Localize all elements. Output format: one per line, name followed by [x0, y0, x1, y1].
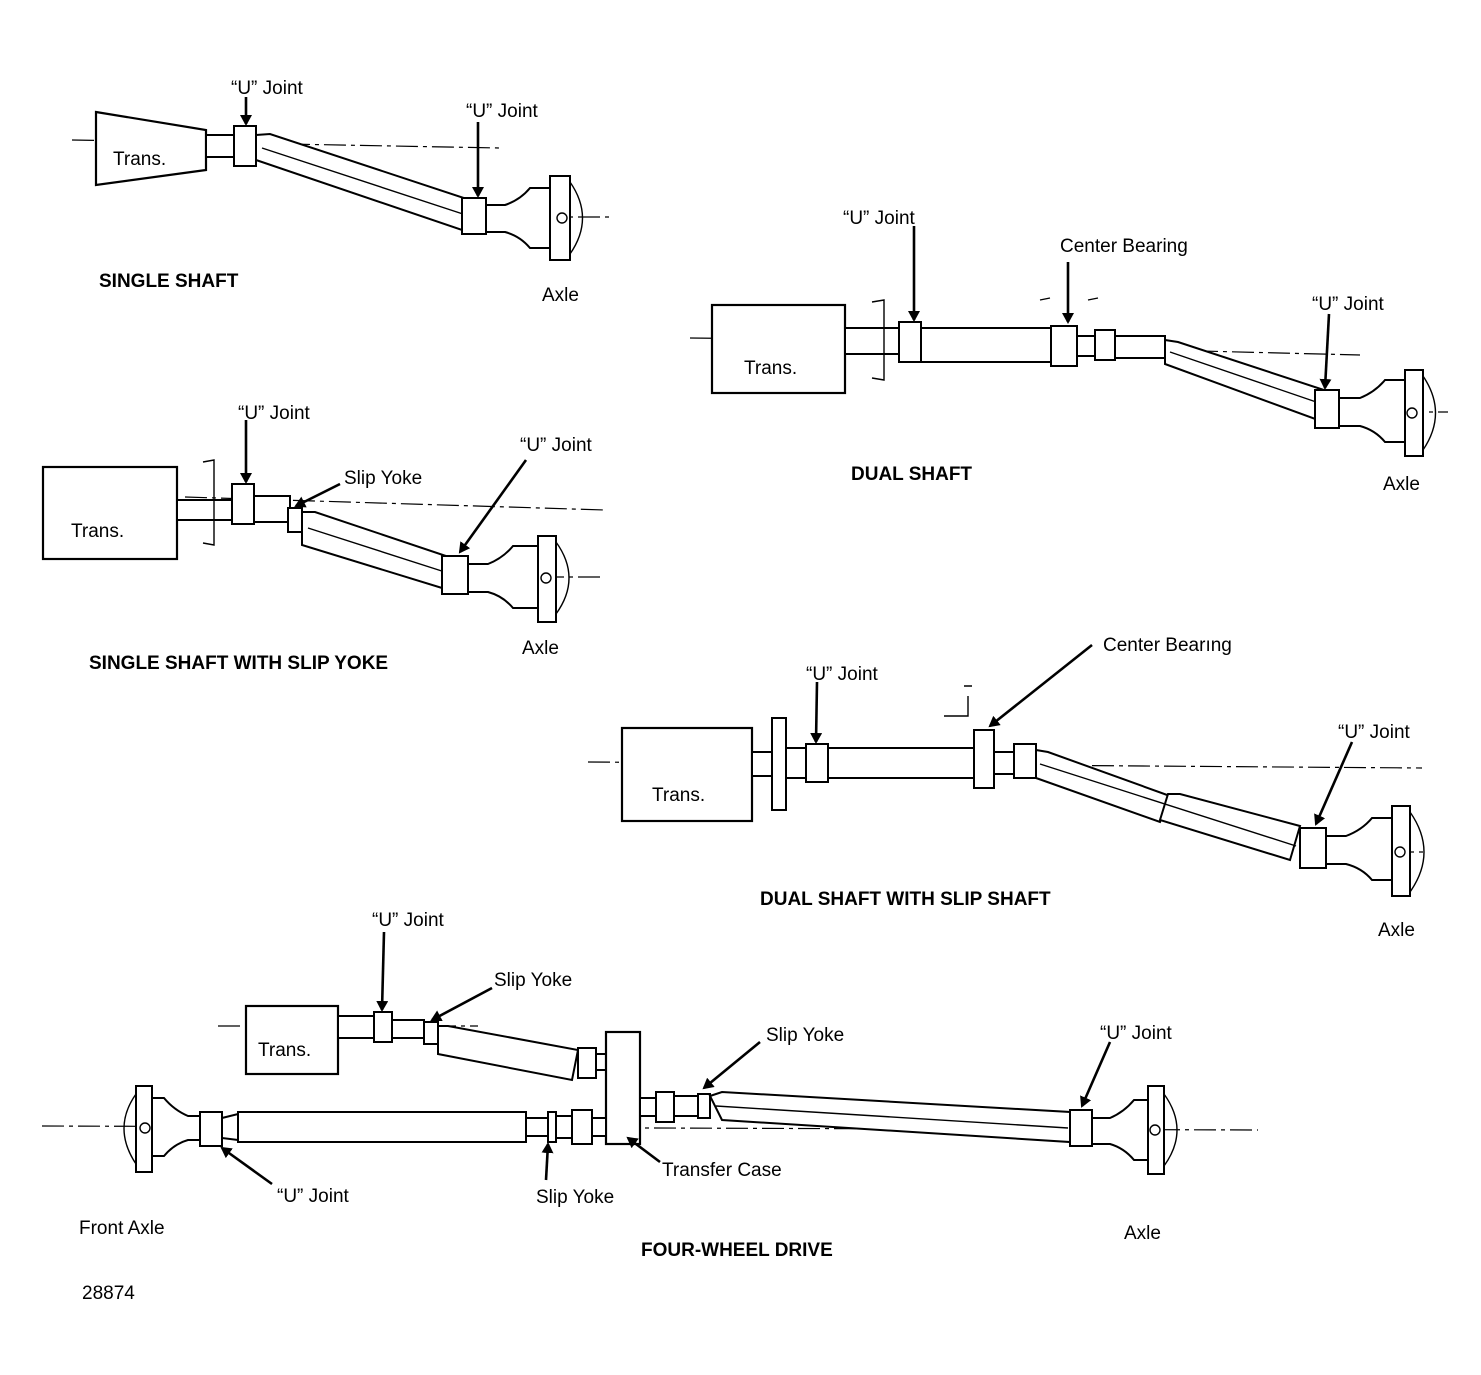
caption-single-shaft-slip-yoke: SINGLE SHAFT WITH SLIP YOKE: [89, 653, 388, 674]
center-bearing: [973, 729, 995, 789]
transmission-box: [94, 110, 208, 187]
u-joint-label: “U” Joint: [1100, 1023, 1173, 1044]
axle-label: Axle: [1383, 474, 1420, 495]
flange: [771, 717, 787, 811]
u-joint: [231, 483, 255, 525]
u-joint-label: “U” Joint: [806, 664, 879, 685]
axle-housing: [467, 545, 539, 609]
u-joint-label: “U” Joint: [277, 1186, 350, 1207]
figure-number: 28874: [82, 1283, 135, 1304]
u-joint: [571, 1109, 593, 1145]
dual-shaft-slip-shaft-figure: “U” Joint Center Bearıng “U” Joint Trans…: [587, 635, 1428, 941]
u-joint: [1094, 329, 1116, 361]
u-joint: [898, 321, 922, 363]
transfer-case: [604, 1030, 642, 1146]
front-axle-housing: [151, 1097, 201, 1157]
center-bearing: [1050, 325, 1078, 367]
trans-label: Trans.: [113, 149, 166, 170]
front-axle-flange: [135, 1085, 153, 1173]
u-joint: [1314, 389, 1340, 429]
transmission-box: [41, 465, 179, 561]
center-bearing-label: Center Bearıng: [1103, 635, 1232, 656]
center-bearing-label: Center Bearing: [1060, 236, 1188, 257]
transmission-box: [620, 726, 754, 823]
slip-yoke-label: Slip Yoke: [766, 1025, 844, 1046]
axle-flange: [1404, 369, 1424, 457]
slip-yoke-label: Slip Yoke: [344, 468, 422, 489]
axle-flange: [537, 535, 557, 623]
single-shaft-figure: “U” Joint “U” Joint Trans. Axle SINGLE S…: [71, 78, 610, 306]
front-output-shaft: [437, 1025, 580, 1082]
u-joint: [805, 743, 829, 783]
axle-label: Axle: [1378, 920, 1415, 941]
u-joint: [1299, 827, 1327, 869]
transfer-case-label: Transfer Case: [662, 1160, 782, 1181]
trans-label: Trans.: [71, 521, 124, 542]
slip-yoke: [697, 1093, 711, 1119]
caption-four-wheel-drive: FOUR-WHEEL DRIVE: [641, 1240, 833, 1261]
u-joint: [199, 1111, 223, 1147]
u-joint-label: “U” Joint: [238, 403, 311, 424]
slip-yoke-label: Slip Yoke: [494, 970, 572, 991]
u-joint: [233, 125, 257, 167]
u-joint: [441, 555, 469, 595]
u-joint-label: “U” Joint: [843, 208, 916, 229]
axle-label: Axle: [522, 638, 559, 659]
trans-label: Trans.: [652, 785, 705, 806]
dual-shaft-figure: “U” Joint Center Bearing “U” Joint Trans…: [689, 208, 1448, 495]
front-shaft: [827, 747, 975, 779]
u-joint-label: “U” Joint: [231, 78, 304, 99]
slip-yoke: [287, 507, 303, 533]
transmission-box: [244, 1004, 340, 1076]
axle-housing: [1338, 379, 1406, 443]
single-shaft-slip-yoke-figure: “U” Joint Slip Yoke “U” Joint Trans. Axl…: [41, 403, 606, 674]
caption-single-shaft: SINGLE SHAFT: [99, 271, 239, 292]
u-joint-label: “U” Joint: [520, 435, 593, 456]
u-joint: [655, 1091, 675, 1123]
caption-dual-shaft-slip-shaft: DUAL SHAFT WITH SLIP SHAFT: [760, 889, 1051, 910]
axle-center: [556, 212, 568, 224]
u-joint: [1013, 743, 1037, 779]
axle-housing: [1325, 817, 1393, 881]
u-joint-label: “U” Joint: [1312, 294, 1385, 315]
u-joint: [461, 197, 487, 235]
axle-label: Axle: [1124, 1223, 1161, 1244]
slip-yoke-label: Slip Yoke: [536, 1187, 614, 1208]
u-joint: [373, 1011, 393, 1043]
axle-flange: [1391, 805, 1411, 897]
u-joint-label: “U” Joint: [1338, 722, 1411, 743]
axle-housing: [1091, 1099, 1149, 1161]
axle-center: [139, 1122, 151, 1134]
slip-yoke: [423, 1021, 439, 1045]
slip-shaft: [1035, 748, 1172, 824]
axle-center: [540, 572, 552, 584]
axle-center: [1394, 846, 1406, 858]
axle-label: Axle: [542, 285, 579, 306]
u-joint: [1069, 1109, 1093, 1147]
trans-label: Trans.: [258, 1040, 311, 1061]
front-shaft: [920, 327, 1052, 363]
caption-dual-shaft: DUAL SHAFT: [851, 464, 972, 485]
drive-shaft: [255, 132, 472, 232]
u-joint: [577, 1047, 597, 1079]
axle-housing: [485, 187, 551, 249]
front-drive-shaft: [237, 1111, 527, 1143]
u-joint-label: “U” Joint: [372, 910, 445, 931]
axle-center: [1149, 1124, 1161, 1136]
axle-flange: [1147, 1085, 1165, 1175]
transmission-box: [710, 303, 847, 395]
front-axle-label: Front Axle: [79, 1218, 165, 1239]
slip-yoke: [547, 1111, 557, 1143]
rear-shaft: [1158, 793, 1302, 862]
axle-center: [1406, 407, 1418, 419]
u-joint-label: “U” Joint: [466, 101, 539, 122]
four-wheel-drive-figure: “U” Joint Slip Yoke Slip Yoke “U” Joint …: [41, 910, 1259, 1261]
axle-flange: [549, 175, 571, 261]
trans-label: Trans.: [744, 358, 797, 379]
